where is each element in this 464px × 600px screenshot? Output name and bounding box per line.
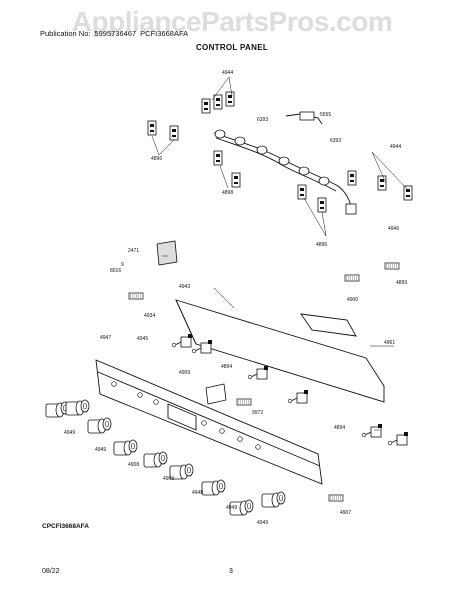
callout-label: 4945 [137, 336, 148, 342]
callout-label: 8016 [110, 268, 121, 274]
lower-switches [213, 150, 327, 213]
overlay-holes [111, 381, 261, 450]
callout-label: 4949 [64, 430, 75, 436]
page-number: 3 [229, 568, 233, 575]
harness-connectors [214, 111, 357, 215]
small-harness [128, 262, 400, 502]
callout-label: 5555 [320, 112, 331, 118]
callout-label: 4944 [222, 70, 233, 76]
display-board [205, 383, 227, 405]
callout-label: 2471 [128, 248, 139, 254]
footer-date: 08/22 [42, 568, 60, 575]
callout-labels: 4944 6393 5555 6393 4896 4898 4944 4946 … [64, 70, 407, 526]
control-panel-overlay [95, 359, 323, 485]
callout-label: 4894 [221, 364, 232, 370]
control-knobs [45, 399, 286, 516]
callout-label: 4899 [396, 280, 407, 286]
callout-label: 4908 [128, 462, 139, 468]
publication-label: Publication No: [40, 29, 91, 38]
callout-label: 9 [121, 262, 124, 268]
callout-label: 4934 [144, 313, 155, 319]
callout-label: 4943 [179, 284, 190, 290]
clock-module [156, 240, 178, 266]
callout-label: 4946 [388, 226, 399, 232]
callout-label: 4909 [163, 476, 174, 482]
burner-switch-right [347, 170, 413, 201]
callout-label: 4909 [179, 370, 190, 376]
callout-label: 4896 [151, 156, 162, 162]
watermark: AppliancePartsPros.com [71, 6, 393, 37]
callout-label: 4907 [340, 510, 351, 516]
callout-label: 6393 [257, 117, 268, 123]
callout-label: 4947 [100, 335, 111, 341]
callout-label: 4894 [334, 425, 345, 431]
callout-label: 4900 [347, 297, 358, 303]
publication-number: 5995736467 [94, 29, 137, 38]
callout-label: 4949 [226, 505, 237, 511]
callout-label: 4896 [316, 242, 327, 248]
callout-label: 4948 [192, 490, 203, 496]
page-title: CONTROL PANEL [195, 43, 269, 52]
callout-label: 4898 [222, 190, 233, 196]
model-header: PCFI3668AFA [140, 29, 189, 38]
callout-label: 4944 [390, 144, 401, 150]
leader-lines [151, 76, 409, 431]
control-panel-frame [175, 299, 385, 403]
callout-label: 4949 [95, 447, 106, 453]
callout-label: 9972 [252, 410, 263, 416]
burner-switch [201, 91, 235, 114]
model-footer: CPCFI3668AFA [42, 523, 89, 530]
callout-label: 6393 [330, 138, 341, 144]
callout-label: 4949 [257, 520, 268, 526]
callout-label: 4961 [384, 340, 395, 346]
